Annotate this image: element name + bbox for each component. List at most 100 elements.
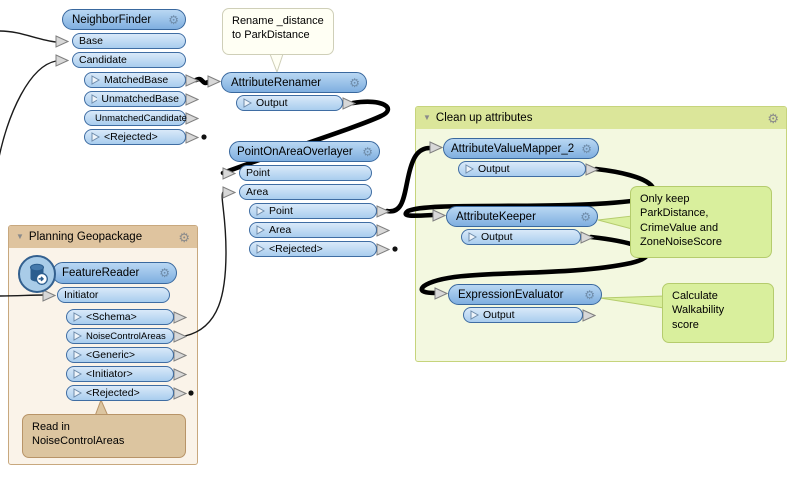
- expand-icon[interactable]: [465, 164, 474, 174]
- expand-icon[interactable]: [73, 388, 82, 398]
- port-label: <Rejected>: [86, 387, 140, 399]
- port-initiator[interactable]: Initiator: [57, 287, 170, 303]
- transformer-attributevaluemapper-2[interactable]: AttributeValueMapper_2 ⚙: [443, 138, 599, 159]
- output-arrow[interactable]: [376, 243, 390, 256]
- annotation-read-in[interactable]: Read in NoiseControlAreas: [22, 414, 186, 458]
- transformer-featurereader[interactable]: FeatureReader ⚙: [52, 262, 177, 284]
- port-attributekeeper-output[interactable]: Output: [461, 229, 581, 245]
- output-arrow[interactable]: [185, 74, 199, 87]
- output-arrow[interactable]: [580, 231, 594, 244]
- annotation-rename-distance[interactable]: Rename _distance to ParkDistance: [222, 8, 334, 55]
- port-label: Output: [256, 97, 288, 109]
- input-arrow[interactable]: [42, 289, 56, 302]
- connection-into-candidate[interactable]: [0, 60, 57, 162]
- gear-icon[interactable]: ⚙: [168, 12, 179, 27]
- expand-icon[interactable]: [73, 312, 82, 322]
- output-arrow[interactable]: [173, 311, 187, 324]
- output-arrow[interactable]: [585, 163, 599, 176]
- port-rejected[interactable]: <Rejected>: [249, 241, 377, 257]
- expand-icon[interactable]: [73, 331, 82, 341]
- annotation-calculate-walkability[interactable]: Calculate Walkability score: [662, 283, 774, 343]
- port-rejected[interactable]: <Rejected>: [66, 385, 174, 401]
- gear-icon[interactable]: ⚙: [178, 229, 190, 245]
- connection-noisecontrolareas-to-area[interactable]: [184, 191, 227, 337]
- port-initiator-output[interactable]: <Initiator>: [66, 366, 174, 382]
- connection-into-base[interactable]: [0, 30, 57, 43]
- expand-icon[interactable]: [73, 350, 82, 360]
- input-arrow[interactable]: [429, 141, 443, 154]
- connection-into-initiator[interactable]: [0, 294, 45, 297]
- transformer-attributekeeper[interactable]: AttributeKeeper ⚙: [446, 206, 598, 227]
- expand-icon[interactable]: [470, 310, 479, 320]
- output-arrow[interactable]: [173, 387, 187, 400]
- bookmark-clean-up-attributes-header[interactable]: ▼ Clean up attributes ⚙: [416, 107, 786, 129]
- port-label: UnmatchedCandidate: [95, 112, 187, 124]
- expand-icon[interactable]: [243, 98, 252, 108]
- output-arrow[interactable]: [173, 349, 187, 362]
- collapse-icon[interactable]: ▼: [423, 113, 431, 122]
- expand-icon[interactable]: [91, 132, 100, 142]
- port-rejected[interactable]: <Rejected>: [84, 129, 186, 145]
- port-attributevaluemapper-output[interactable]: Output: [458, 161, 586, 177]
- transformer-pointonareaoverlayer[interactable]: PointOnAreaOverlayer ⚙: [229, 141, 380, 162]
- connection-matchedbase-to-attributerenamer[interactable]: [193, 76, 211, 86]
- gear-icon[interactable]: ⚙: [159, 266, 170, 280]
- transformer-expressionevaluator[interactable]: ExpressionEvaluator ⚙: [448, 284, 602, 305]
- bookmark-planning-geopackage-header[interactable]: ▼ Planning Geopackage ⚙: [9, 226, 197, 248]
- gear-icon[interactable]: ⚙: [362, 144, 373, 159]
- expand-icon[interactable]: [91, 94, 98, 104]
- connection-point-to-attributevaluemapper[interactable]: [384, 145, 433, 214]
- port-point-input[interactable]: Point: [239, 165, 372, 181]
- output-arrow[interactable]: [185, 93, 199, 106]
- connection-attributerenamer-to-point[interactable]: [220, 99, 391, 176]
- collapse-icon[interactable]: ▼: [16, 232, 24, 241]
- port-area-input[interactable]: Area: [239, 184, 372, 200]
- port-attributerenamer-output[interactable]: Output: [236, 95, 343, 111]
- port-label: <Rejected>: [104, 131, 158, 143]
- transformer-attributerenamer[interactable]: AttributeRenamer ⚙: [221, 72, 367, 93]
- annotation-only-keep[interactable]: Only keep ParkDistance, CrimeValue and Z…: [630, 186, 772, 258]
- connection-attributevaluemapper-to-attributekeeper[interactable]: [403, 166, 656, 219]
- port-matchedbase[interactable]: MatchedBase: [84, 72, 186, 88]
- gear-icon[interactable]: ⚙: [581, 141, 592, 156]
- port-unmatchedcandidate[interactable]: UnmatchedCandidate: [84, 110, 187, 126]
- input-arrow[interactable]: [434, 287, 448, 300]
- output-arrow[interactable]: [173, 368, 187, 381]
- port-area-output[interactable]: Area: [249, 222, 377, 238]
- expand-icon[interactable]: [468, 232, 477, 242]
- port-schema[interactable]: <Schema>: [66, 309, 174, 325]
- gear-icon[interactable]: ⚙: [580, 209, 591, 224]
- port-candidate[interactable]: Candidate: [72, 52, 186, 68]
- port-generic[interactable]: <Generic>: [66, 347, 174, 363]
- transformer-neighborfinder[interactable]: NeighborFinder ⚙: [62, 9, 186, 30]
- port-expressionevaluator-output[interactable]: Output: [463, 307, 583, 323]
- input-arrow[interactable]: [432, 209, 446, 222]
- output-arrow[interactable]: [342, 97, 356, 110]
- output-arrow[interactable]: [185, 131, 199, 144]
- input-arrow[interactable]: [222, 186, 236, 199]
- input-arrow[interactable]: [207, 75, 221, 88]
- input-arrow[interactable]: [55, 54, 69, 67]
- expand-icon[interactable]: [91, 75, 100, 85]
- port-unmatchedbase[interactable]: UnmatchedBase: [84, 91, 186, 107]
- port-noisecontrolareas[interactable]: NoiseControlAreas: [66, 328, 174, 344]
- expand-icon[interactable]: [256, 206, 265, 216]
- expand-icon[interactable]: [256, 225, 265, 235]
- gear-icon[interactable]: ⚙: [349, 75, 360, 90]
- port-label: Area: [269, 224, 292, 236]
- gear-icon[interactable]: ⚙: [584, 287, 595, 302]
- port-label: MatchedBase: [104, 74, 169, 86]
- gear-icon[interactable]: ⚙: [767, 110, 779, 126]
- transformer-title: FeatureReader: [62, 267, 140, 279]
- expand-icon[interactable]: [73, 369, 82, 379]
- output-arrow[interactable]: [376, 224, 390, 237]
- output-arrow[interactable]: [173, 330, 187, 343]
- port-point-output[interactable]: Point: [249, 203, 377, 219]
- port-base[interactable]: Base: [72, 33, 186, 49]
- output-arrow[interactable]: [185, 112, 199, 125]
- input-arrow[interactable]: [222, 167, 236, 180]
- output-arrow[interactable]: [376, 205, 390, 218]
- expand-icon[interactable]: [256, 244, 265, 254]
- output-arrow[interactable]: [582, 309, 596, 322]
- input-arrow[interactable]: [55, 35, 69, 48]
